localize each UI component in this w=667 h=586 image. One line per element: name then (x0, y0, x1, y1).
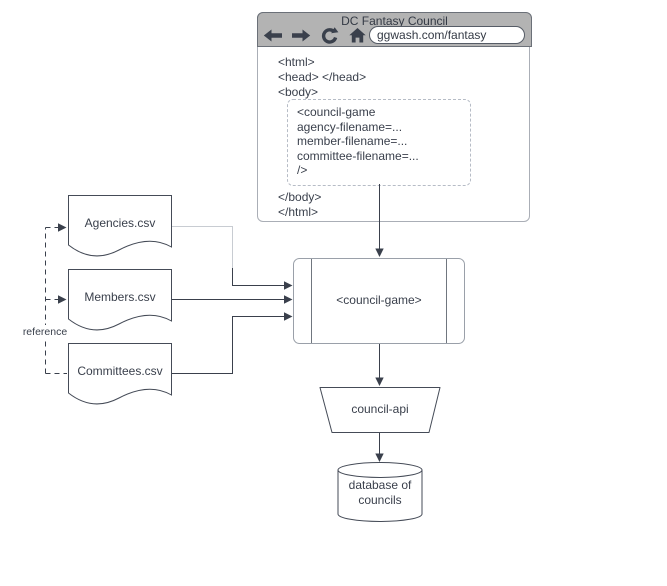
snippet-attr-committee: committee-filename=... (297, 148, 419, 163)
code-body-close: </body> (278, 190, 322, 204)
forward-icon (290, 27, 312, 43)
browser-window-node[interactable]: DC Fantasy Council ggwash.com/fantasy (257, 12, 532, 222)
reference-label: reference (20, 325, 70, 339)
connector-reference[interactable] (45, 223, 68, 374)
council-game-snippet-box[interactable]: <council-game agency-filename=... member… (287, 99, 471, 186)
snippet-close: /> (297, 163, 308, 177)
agencies-csv-label: Agencies.csv (84, 216, 156, 230)
code-html-open: <html> (278, 55, 315, 69)
home-icon (346, 27, 368, 43)
browser-title: DC Fantasy Council (341, 14, 448, 28)
snippet-attr-member: member-filename=... (297, 134, 408, 148)
committees-csv-label: Committees.csv (77, 364, 163, 378)
code-html-close: </html> (278, 205, 319, 219)
connector-game-to-api[interactable] (375, 344, 384, 386)
code-body-open: <body> (278, 85, 319, 99)
back-icon (262, 27, 284, 43)
connector-agencies-to-game[interactable] (172, 226, 293, 290)
url-text: ggwash.com/fantasy (377, 28, 487, 42)
council-game-label: <council-game> (336, 293, 422, 307)
council-api-label: council-api (351, 402, 409, 416)
code-head: <head> </head> (278, 70, 367, 84)
connector-committees-to-game[interactable] (172, 312, 293, 374)
url-bar: ggwash.com/fantasy (369, 26, 525, 44)
refresh-icon (318, 26, 340, 44)
members-csv-label: Members.csv (84, 290, 156, 304)
connector-api-to-db[interactable] (375, 433, 384, 462)
browser-header: DC Fantasy Council ggwash.com/fantasy (257, 12, 532, 47)
snippet-open: <council-game (297, 105, 376, 119)
connector-members-to-game[interactable] (172, 295, 293, 304)
snippet-attr-agency: agency-filename=... (297, 119, 403, 134)
